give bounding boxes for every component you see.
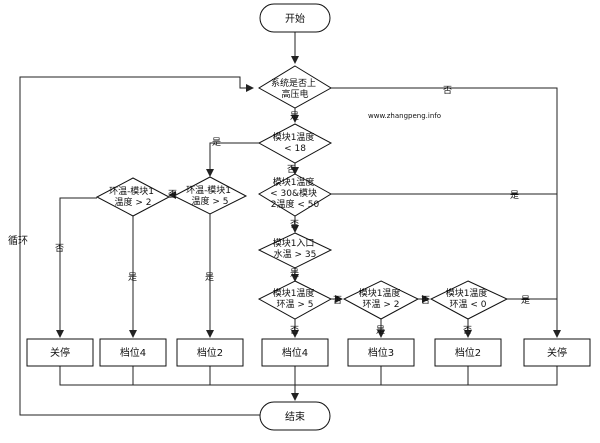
process-stop-right: 关停 [523, 338, 591, 367]
decision-inlet-gt35-label: 模块1入口 水温 > 35 [273, 237, 318, 260]
decision-diff-gt5-label: 模块1温度 环温 > 5 [273, 287, 318, 310]
label-m1m2-no: 否 [290, 219, 299, 230]
label-power-no: 否 [443, 85, 452, 96]
label-amb5-yes: 是 [205, 272, 214, 283]
process-stop-left: 关停 [26, 338, 94, 367]
decision-ambient-gt2: 环温-模块1 温度 > 2 [95, 177, 171, 217]
edge-merge-bus [59, 366, 558, 386]
process-gear2-a: 档位2 [176, 338, 244, 367]
edge-amb2-no [56, 197, 97, 338]
label-amb5-no: 否 [168, 189, 177, 200]
label-m1-yes: 是 [212, 137, 221, 148]
process-gear4-b: 档位4 [261, 338, 329, 367]
decision-inlet-gt35: 模块1入口 水温 > 35 [257, 232, 333, 269]
label-inlet-yes: 是 [290, 268, 299, 279]
edge-loop [19, 76, 260, 416]
decision-ambient-gt5-label: 环温-模块1 温度 > 5 [186, 184, 234, 207]
decision-diff-lt0: 模块1温度 环温 < 0 [429, 280, 509, 320]
label-diff0-yes: 是 [521, 295, 530, 306]
process-stop-right-label: 关停 [547, 346, 567, 359]
label-diff2-yes: 是 [376, 325, 385, 336]
decision-ambient-gt5: 环温-模块1 温度 > 5 [172, 176, 248, 215]
decision-diff-lt0-label: 模块1温度 环温 < 0 [446, 287, 491, 310]
start-label: 开始 [285, 12, 305, 25]
label-m1m2-yes: 是 [510, 190, 519, 201]
end-node: 结束 [259, 401, 331, 431]
decision-diff-gt2: 模块1温度 环温 > 2 [342, 280, 420, 320]
process-gear3-label: 档位3 [368, 346, 394, 359]
process-gear3: 档位3 [347, 338, 415, 367]
start-node: 开始 [259, 3, 331, 33]
decision-ambient-gt2-label: 环温-模块1 温度 > 2 [109, 185, 157, 208]
edge-labels: 循环 否 是 是 否 否 是 否 是 是 否 是 否 否 否 是 是 否 [8, 85, 530, 336]
decision-module1-module2: 模块1温度 < 30&模块 2温度 < 50 [258, 173, 332, 217]
decision-power: 系统是否上 高压电 [258, 65, 332, 109]
decision-module1-lt18: 模块1温度 < 18 [257, 123, 333, 164]
label-amb2-yes: 是 [128, 272, 137, 283]
process-gear4-a: 档位4 [99, 338, 167, 367]
process-gear2-b-label: 档位2 [455, 346, 481, 359]
label-diff5-no: 否 [333, 295, 342, 306]
label-m1-no: 否 [287, 164, 296, 175]
edge-m1-yes [206, 142, 260, 177]
decision-module1-module2-label: 模块1温度 < 30&模块 2温度 < 50 [270, 176, 320, 210]
label-diff5-yes: 否 [290, 325, 299, 336]
end-label: 结束 [285, 410, 305, 423]
label-diff0-no: 否 [463, 325, 472, 336]
process-gear4-b-label: 档位4 [282, 346, 308, 359]
edge-power-no [331, 87, 561, 338]
decision-power-label: 系统是否上 高压电 [271, 77, 319, 100]
decision-module1-lt18-label: 模块1温度 < 18 [273, 131, 318, 154]
process-gear2-a-label: 档位2 [197, 346, 223, 359]
label-power-yes: 是 [290, 111, 299, 122]
watermark: www.zhangpeng.info [368, 112, 441, 120]
nodes: 开始 系统是否上 高压电 模块1温度 < 18 环温-模块1 温度 > 2 [26, 3, 591, 431]
label-loop: 循环 [8, 234, 28, 247]
label-amb2-no: 否 [55, 243, 64, 254]
process-gear4-a-label: 档位4 [120, 346, 146, 359]
process-stop-left-label: 关停 [50, 346, 70, 359]
decision-diff-gt2-label: 模块1温度 环温 > 2 [359, 287, 404, 310]
label-diff2-no: 否 [421, 295, 430, 306]
edges [19, 32, 561, 416]
process-gear2-b: 档位2 [434, 338, 502, 367]
decision-diff-gt5: 模块1温度 环温 > 5 [257, 280, 333, 320]
